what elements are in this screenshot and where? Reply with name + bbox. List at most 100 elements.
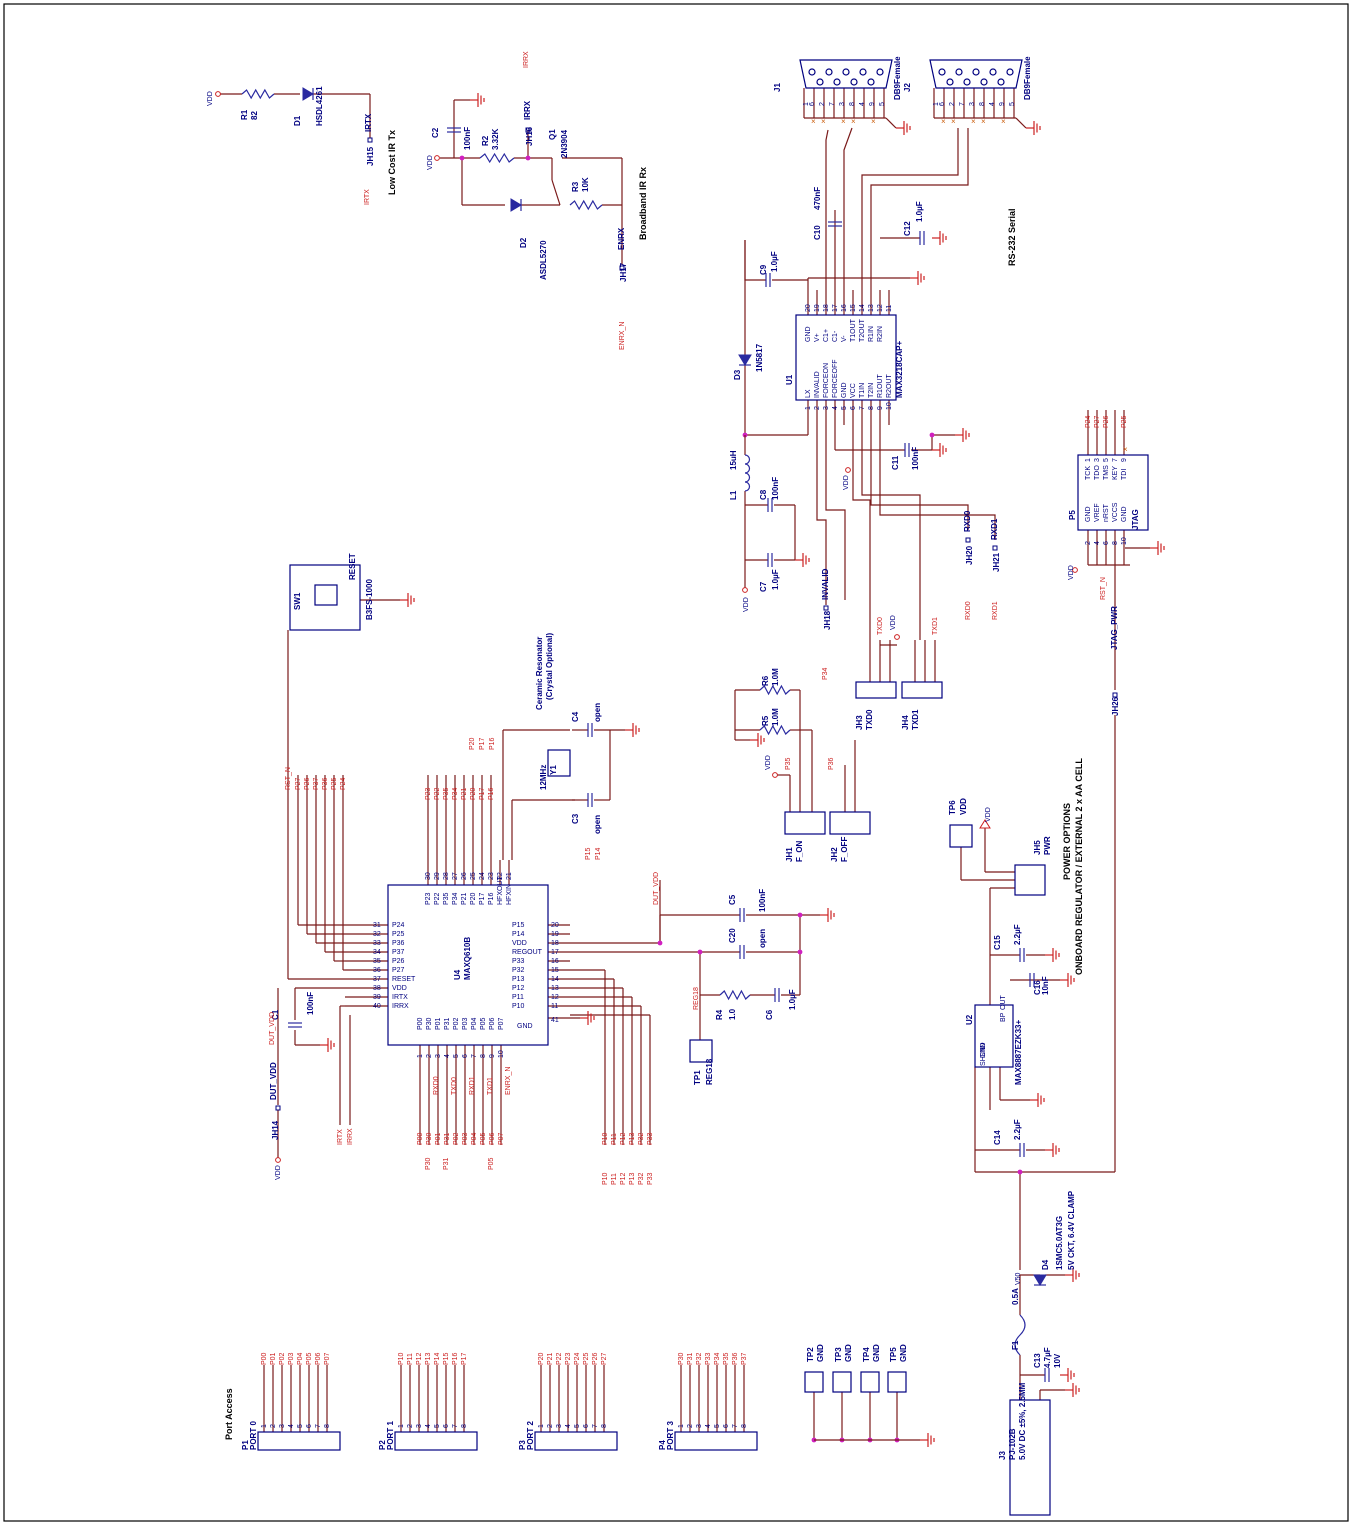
r6-ref: R6 xyxy=(761,675,770,686)
u4-bottom-pin-name: P00 xyxy=(417,1017,424,1030)
l1-inductor-coil xyxy=(744,481,751,492)
u4-bottom-pin-number: 7 xyxy=(471,1054,478,1058)
port-pin-number: 5 xyxy=(297,1424,304,1428)
port-header-3 xyxy=(674,1431,758,1451)
vdd-label: VDD xyxy=(207,91,214,106)
u4-right-bus-net: P10 xyxy=(602,1132,609,1145)
jtag-pin-name: GND xyxy=(1121,506,1128,522)
d4-ref: D4 xyxy=(1041,1259,1050,1270)
vdd-label: VDD xyxy=(843,475,850,490)
port-net: P13 xyxy=(425,1352,432,1365)
db9-value: DB9Female xyxy=(893,56,902,100)
port-ref: P2 xyxy=(378,1440,387,1450)
db9-pin xyxy=(963,78,971,86)
power-subtitle: ONBOARD REGULATOR / EXTERNAL 2 x AA CELL xyxy=(1074,758,1084,975)
port-pin-number: 1 xyxy=(261,1424,268,1428)
c1-ref: C1 xyxy=(271,1009,280,1020)
ir-rx-title: Broadband IR Rx xyxy=(638,167,648,240)
port-pin-number: 3 xyxy=(416,1424,423,1428)
c14-ref: C14 xyxy=(993,1130,1002,1145)
db9-pin xyxy=(946,78,954,86)
u4-bottom-bus-net: P01 xyxy=(435,1132,442,1145)
port-net: P00 xyxy=(261,1352,268,1365)
d4-tvs xyxy=(1033,1274,1047,1286)
u1-right-pin-number: 12 xyxy=(877,304,884,312)
u4-bottom-signal-label: RXD1 xyxy=(469,1076,476,1095)
u4-right-pin-name: P33 xyxy=(512,958,525,965)
u4-left-pin-name: RESET xyxy=(392,976,416,983)
jtag-pin-number: 6 xyxy=(1103,541,1110,545)
port-pin-number: 5 xyxy=(434,1424,441,1428)
wire xyxy=(870,128,969,290)
port-pin-number: 3 xyxy=(556,1424,563,1428)
u4-left-pin-number: 37 xyxy=(373,976,381,983)
u4-left-pin-number: 38 xyxy=(373,985,381,992)
u4-right-bus-net: P32 xyxy=(638,1172,645,1185)
u1-left-pin-number: 4 xyxy=(832,406,839,410)
junction-dot xyxy=(657,940,663,946)
u4-left-pin-number: 33 xyxy=(373,940,381,947)
u4-bottom-pin-name: P06 xyxy=(489,1017,496,1030)
u1-left-pin-name: INVALID xyxy=(814,371,821,398)
p35-net: P35 xyxy=(785,757,792,770)
r5-ref: R5 xyxy=(761,715,770,726)
u4-bottom-pin-name: P05 xyxy=(480,1017,487,1030)
tp6-testpoint xyxy=(949,824,973,848)
u4-top-pin-number: 27 xyxy=(452,872,459,880)
port-pin-number: 2 xyxy=(547,1424,554,1428)
port-pin-number: 5 xyxy=(574,1424,581,1428)
no-connect-mark: × xyxy=(951,117,956,126)
db9-pin xyxy=(876,68,884,76)
db9-pin-number: 6 xyxy=(809,102,816,106)
port-net: P24 xyxy=(574,1352,581,1365)
u2-regulator xyxy=(974,1004,1014,1068)
port-pin-number: 5 xyxy=(714,1424,721,1428)
jh4-value: TXD1 xyxy=(911,709,920,730)
j3-ref: J3 xyxy=(998,1451,1007,1460)
jh26-net: JTAG_PWR xyxy=(1110,606,1119,650)
port-pin-number: 1 xyxy=(538,1424,545,1428)
u4-bottom-pin-name: P02 xyxy=(453,1017,460,1030)
ground-symbol xyxy=(400,593,415,607)
u4-right-bus-net: P11 xyxy=(611,1173,618,1185)
u4-right-pin-name: P14 xyxy=(512,931,525,938)
db9-pin xyxy=(842,68,850,76)
jumper-pad xyxy=(823,605,829,611)
u4-right-bus-net: P33 xyxy=(647,1172,654,1185)
port-pin-number: 3 xyxy=(696,1424,703,1428)
port-pin-number: 8 xyxy=(741,1424,748,1428)
u1-left-pin-number: 6 xyxy=(850,406,857,410)
u1-left-pin-name: T1IN xyxy=(859,383,866,398)
jtag-pin-number: 4 xyxy=(1094,541,1101,545)
db9-pin xyxy=(825,68,833,76)
c12-ref: C12 xyxy=(903,221,912,236)
u4-bottom-bus-net: P00 xyxy=(417,1132,424,1145)
c3-value: open xyxy=(593,815,602,834)
u1-right-pin-name: R2IN xyxy=(877,326,884,342)
c1-value: 100nF xyxy=(306,992,315,1015)
jh5-header xyxy=(1014,864,1046,896)
u4-bottom-bus-net: P31 xyxy=(444,1132,451,1145)
ground-symbol xyxy=(910,271,925,285)
c14-value: 2.2µF xyxy=(1013,1119,1022,1140)
u1-left-pin-number: 5 xyxy=(841,406,848,410)
jtag-net: P24 xyxy=(1085,415,1092,428)
power-terminal xyxy=(434,155,440,161)
jtag-pin-name: nRST xyxy=(1103,503,1110,522)
no-connect-mark: × xyxy=(821,117,826,126)
port-header-0 xyxy=(257,1431,341,1451)
power-terminal xyxy=(894,634,900,640)
u1-ref: U1 xyxy=(785,374,794,385)
u4-top-bus-net: P35 xyxy=(443,787,450,800)
p20-net: P20 xyxy=(469,737,476,750)
r3-value: 10K xyxy=(581,177,590,192)
ground-symbol xyxy=(1065,1383,1080,1397)
u1-right-pin-name: V- xyxy=(841,335,848,342)
u1-right-pin-number: 17 xyxy=(832,304,839,312)
u1-right-pin-name: C1- xyxy=(832,330,839,342)
u4-right-bus-net: P33 xyxy=(647,1132,654,1145)
testpoint-TP5 xyxy=(887,1371,907,1393)
u4-left-pin-name: P24 xyxy=(392,922,405,929)
l1-ref: L1 xyxy=(729,490,738,500)
ground-symbol xyxy=(320,1038,335,1052)
